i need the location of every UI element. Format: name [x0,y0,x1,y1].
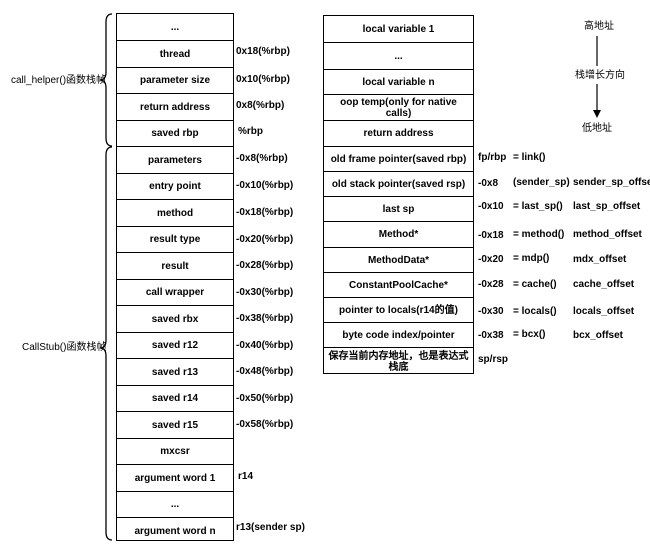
name-cache-offset: cache_offset [573,279,635,290]
right-stack: local variable 1 ... local variable n oo… [323,15,474,374]
left-offset-call-wrapper: -0x30(%rbp) [236,287,294,298]
left-cell-parameters: parameters [117,147,233,174]
right-cell-constant-pool-cache: ConstantPoolCache* [324,273,473,298]
left-cell-ellipsis-top: ... [117,14,233,41]
right-cell-local-variable-1: local variable 1 [324,16,473,43]
left-cell-mxcsr: mxcsr [117,439,233,465]
left-offset-saved-r14: -0x50(%rbp) [236,393,294,404]
name-mdx-offset: mdx_offset [573,254,627,265]
left-cell-thread: thread [117,41,233,68]
left-offset-saved-rbx: -0x38(%rbp) [236,313,294,324]
left-offset-result-type: -0x20(%rbp) [236,234,294,245]
left-cell-saved-r14: saved r14 [117,386,233,412]
right-cell-pointer-to-locals: pointer to locals(r14的值) [324,298,473,323]
right-cell-method: Method* [324,222,473,248]
name-bcx-offset: bcx_offset [573,330,624,341]
right-cell-old-frame-pointer: old frame pointer(saved rbp) [324,147,473,172]
left-cell-method: method [117,200,233,227]
accessor-method: = method() [513,229,565,240]
left-cell-argument-word-n: argument word n [134,525,216,537]
right-cell-last-sp: last sp [324,197,473,222]
high-address-label: 高地址 [584,21,614,32]
right-cell-ellipsis: ... [324,43,473,70]
left-cell-saved-r12: saved r12 [117,333,233,359]
callstub-frame-label: CallStub()函数栈帧 [22,342,107,353]
right-cell-expression-stack-bottom: 保存当前内存地址，也是表达式栈底 [328,350,469,373]
left-cell-entry-point: entry point [117,174,233,200]
name-locals-offset: locals_offset [573,306,635,317]
left-cell-parameter-size: parameter size [117,68,233,94]
right-cell-return-address: return address [324,121,473,147]
accessor-sender-sp: (sender_sp) [513,177,570,188]
left-offset-argument-word-n: r13(sender sp) [236,522,305,533]
growth-arrow-head [593,110,601,118]
left-cell-argument-word-1: argument word 1 [117,465,233,492]
left-offset-parameter-size: 0x10(%rbp) [236,74,290,85]
left-offset-saved-r12: -0x40(%rbp) [236,340,294,351]
growth-direction-label: 栈增长方向 [575,70,625,81]
right-cell-oop-temp: oop temp(only for native calls) [324,95,473,121]
left-cell-call-wrapper: call wrapper [117,280,233,306]
right-offset-fp-rbp: fp/rbp [478,152,507,163]
low-address-label: 低地址 [582,123,612,134]
right-cell-local-variable-n: local variable n [324,70,473,95]
name-sender-sp-offset: sender_sp_offset [573,177,650,188]
left-offset-saved-rbp: %rbp [238,126,263,137]
left-cell-ellipsis-bottom: ... [117,492,233,518]
left-offset-method: -0x18(%rbp) [236,207,294,218]
left-offset-return-address: 0x8(%rbp) [236,100,285,111]
left-cell-saved-r13: saved r13 [117,359,233,386]
name-last-sp-offset: last_sp_offset [573,201,641,212]
left-cell-saved-r15: saved r15 [117,412,233,439]
left-cell-result: result [117,253,233,280]
accessor-bcx: = bcx() [513,329,546,340]
left-offset-result: -0x28(%rbp) [236,260,294,271]
name-method-offset: method_offset [573,229,642,240]
right-offset-0x8: -0x8 [478,178,499,189]
call-helper-frame-label: call_helper()函数栈帧 [11,75,107,86]
left-offset-saved-r15: -0x58(%rbp) [236,419,294,430]
left-cell-return-address: return address [117,94,233,121]
left-cell-saved-rbp: saved rbp [117,121,233,147]
accessor-locals: = locals() [513,306,557,317]
left-offset-thread: 0x18(%rbp) [236,46,290,57]
left-offset-saved-r13: -0x48(%rbp) [236,366,294,377]
accessor-mdp: = mdp() [513,253,550,264]
right-cell-old-stack-pointer: old stack pointer(saved rsp) [324,172,473,197]
right-cell-method-data: MethodData* [324,248,473,273]
left-offset-argument-word-1: r14 [238,471,254,482]
accessor-cache: = cache() [513,279,557,290]
accessor-link: = link() [513,152,546,163]
right-offset-0x10: -0x10 [478,201,504,212]
left-stack: ... thread parameter size return address… [116,13,234,541]
left-offset-parameters: -0x8(%rbp) [236,153,288,164]
right-offset-0x28: -0x28 [478,279,504,290]
right-offset-sp-rsp: sp/rsp [478,354,509,365]
right-offset-0x38: -0x38 [478,330,504,341]
left-offset-entry-point: -0x10(%rbp) [236,180,294,191]
accessor-last-sp: = last_sp() [513,201,563,212]
right-offset-0x18: -0x18 [478,230,504,241]
left-cell-result-type: result type [117,227,233,253]
right-offset-0x30: -0x30 [478,306,504,317]
callstub-brace [99,146,113,541]
right-cell-byte-code-index: byte code index/pointer [324,323,473,348]
right-offset-0x20: -0x20 [478,254,504,265]
call-helper-brace [99,13,113,147]
left-cell-saved-rbx: saved rbx [117,306,233,333]
